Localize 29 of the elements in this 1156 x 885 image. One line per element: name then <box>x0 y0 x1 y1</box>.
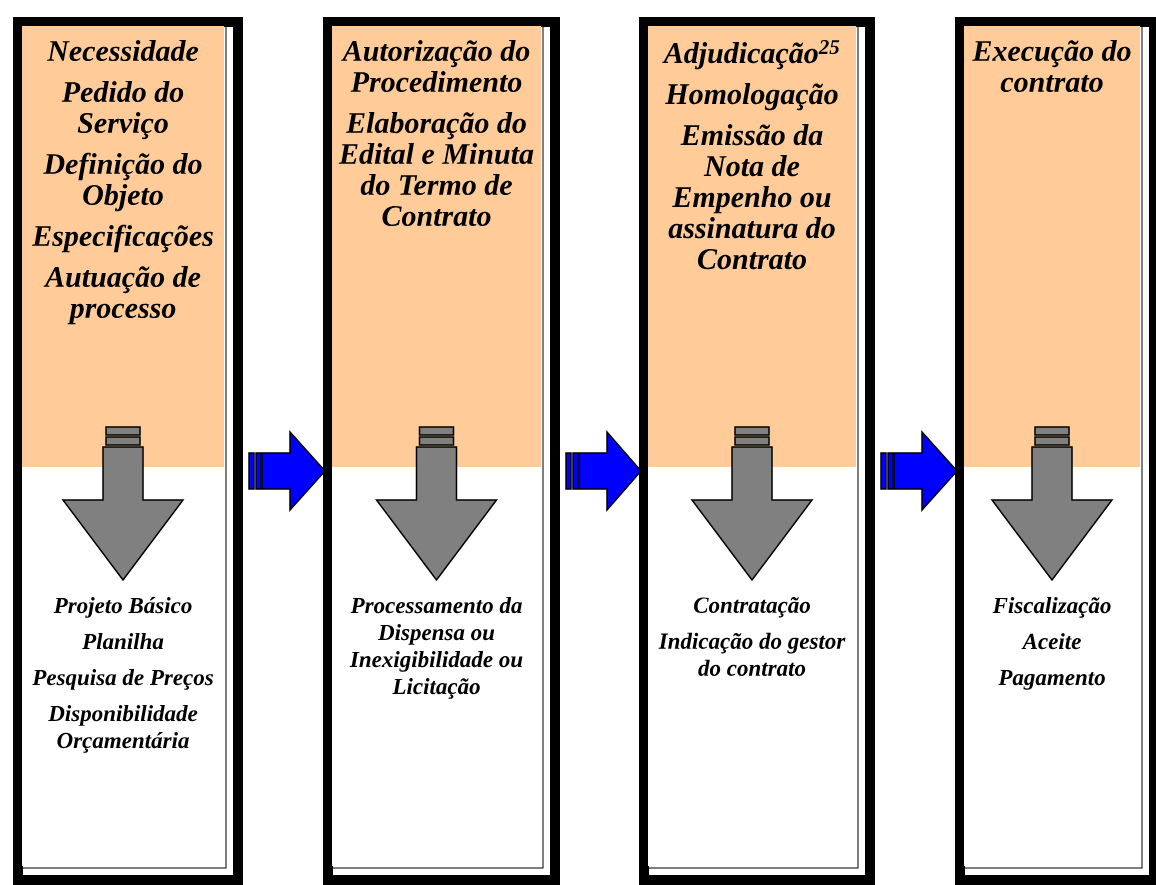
stage-band: Execução do contrato <box>964 26 1140 467</box>
stage-panel: Fiscalização Aceite Pagamento <box>964 467 1140 866</box>
block-arrow <box>565 430 642 512</box>
stage-panel: Processamento da Dispensa ou Inexigibilidade ou Licitação <box>332 467 541 866</box>
block-arrow <box>61 426 185 582</box>
stage-band: Adjudicação$^{25}$ Homologação Emissão da Nota de Empenho ou assinatura do Contrato <box>648 26 856 467</box>
node-label: Fiscalização <box>992 596 1111 618</box>
node-label: Pagamento <box>998 669 1105 690</box>
node-label: Disponibilidade Orçamentária <box>48 705 198 753</box>
stage-band: Autorização do Procedimento Elaboração do Edital e Minuta do Termo de Contrato <box>332 26 541 467</box>
block-arrow <box>248 430 326 512</box>
node-label: Aceite <box>1021 632 1081 650</box>
block-arrow <box>690 426 814 582</box>
stage-panel: Contratação Indicação do gestor do contrato <box>648 467 856 866</box>
column-frame <box>955 17 1156 885</box>
node-label: Processamento da Dispensa ou Inexigibilidade ou Licitação <box>349 596 523 699</box>
node-label: Projeto Básico <box>53 596 192 618</box>
node-label: Pesquisa de Preços <box>32 669 214 690</box>
block-arrow <box>880 430 958 512</box>
column-frame <box>323 17 560 885</box>
node-label: Indicação do gestor do contrato <box>658 632 846 676</box>
node-label: Planilha <box>82 633 164 650</box>
stage-band: Necessidade Pedido do Serviço Definição do Objeto Especificações Autuação de processo <box>22 26 224 467</box>
node-label: Contratação <box>694 596 811 618</box>
stage-panel: Projeto Básico Planilha Pesquisa de Preços Disponibilidade Orçamentária <box>22 467 224 866</box>
block-arrow <box>375 426 498 582</box>
block-arrow <box>990 426 1114 582</box>
column-frame <box>639 17 875 885</box>
column-frame <box>13 17 243 885</box>
